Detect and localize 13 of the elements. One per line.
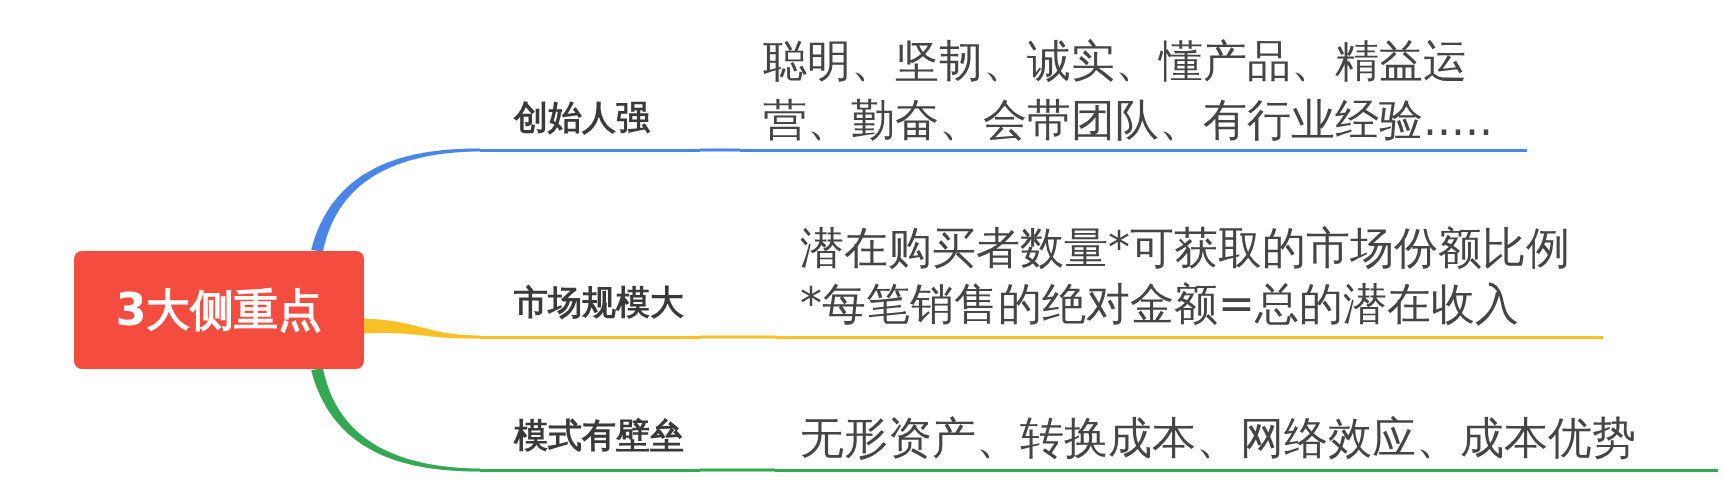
branch-connector	[364, 318, 480, 339]
topic-detail-text: 聪明、坚韧、诚实、懂产品、精益运营、勤奋、会带团队、有行业经验.....	[740, 30, 1527, 152]
central-topic: 3大侧重点	[74, 251, 364, 369]
branch-connector	[311, 148, 480, 253]
topic-detail-text: 无形资产、转换成本、网络效应、成本优势	[775, 409, 1718, 472]
branch-connector	[700, 148, 740, 152]
branch-connector	[700, 335, 775, 339]
branch-topic: 创始人强	[480, 94, 700, 152]
branch-connector	[700, 468, 775, 472]
branch-connector	[311, 367, 480, 472]
branch-topic: 模式有壁垒	[480, 412, 700, 472]
topic-detail-text: 潜在购买者数量*可获取的市场份额比例*每笔销售的绝对金额=总的潜在收入	[775, 219, 1603, 339]
branch-topic: 市场规模大	[480, 279, 700, 339]
